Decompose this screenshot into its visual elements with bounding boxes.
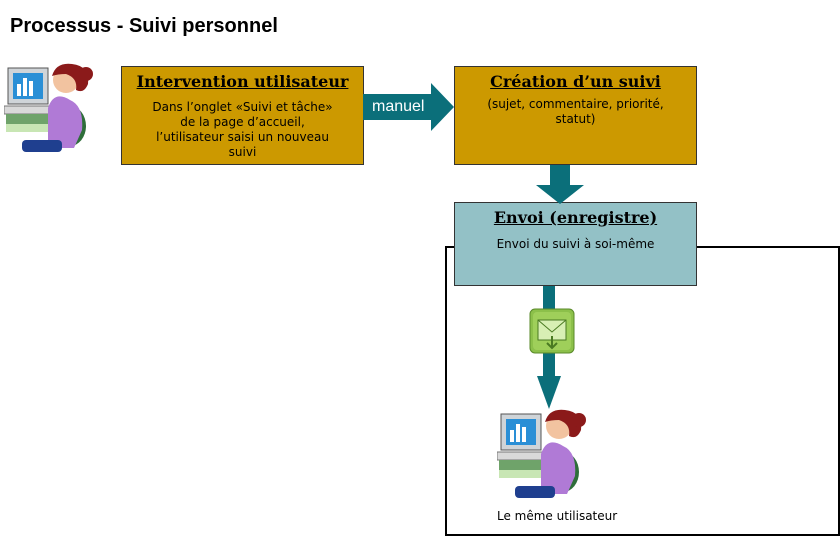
step-title: Création d’un suivi	[490, 72, 661, 91]
manuel-arrow	[363, 83, 454, 131]
arrow-label-manuel: manuel	[372, 98, 425, 115]
step-intervention-utilisateur: Intervention utilisateur Dans l’onglet «…	[121, 66, 364, 165]
step-envoi-enregistre: Envoi (enregistre) Envoi du suivi à soi-…	[454, 202, 697, 286]
user-at-computer-icon	[497, 409, 586, 498]
user-at-computer-icon	[4, 63, 93, 152]
down-arrow-to-envoi	[536, 165, 584, 204]
page-title: Processus - Suivi personnel	[10, 15, 278, 37]
step-description: (sujet, commentaire, priorité, statut)	[487, 97, 664, 126]
recipient-frame	[445, 246, 840, 536]
recipient-label: Le même utilisateur	[497, 509, 618, 523]
email-envelope-icon	[529, 308, 575, 354]
step-description: Envoi du suivi à soi-même	[496, 237, 655, 251]
step-title: Intervention utilisateur	[136, 72, 349, 91]
step-creation-suivi: Création d’un suivi (sujet, commentaire,…	[454, 66, 697, 165]
step-description: Dans l’onglet «Suivi et tâche» de la pag…	[152, 100, 333, 159]
step-title: Envoi (enregistre)	[493, 208, 658, 227]
